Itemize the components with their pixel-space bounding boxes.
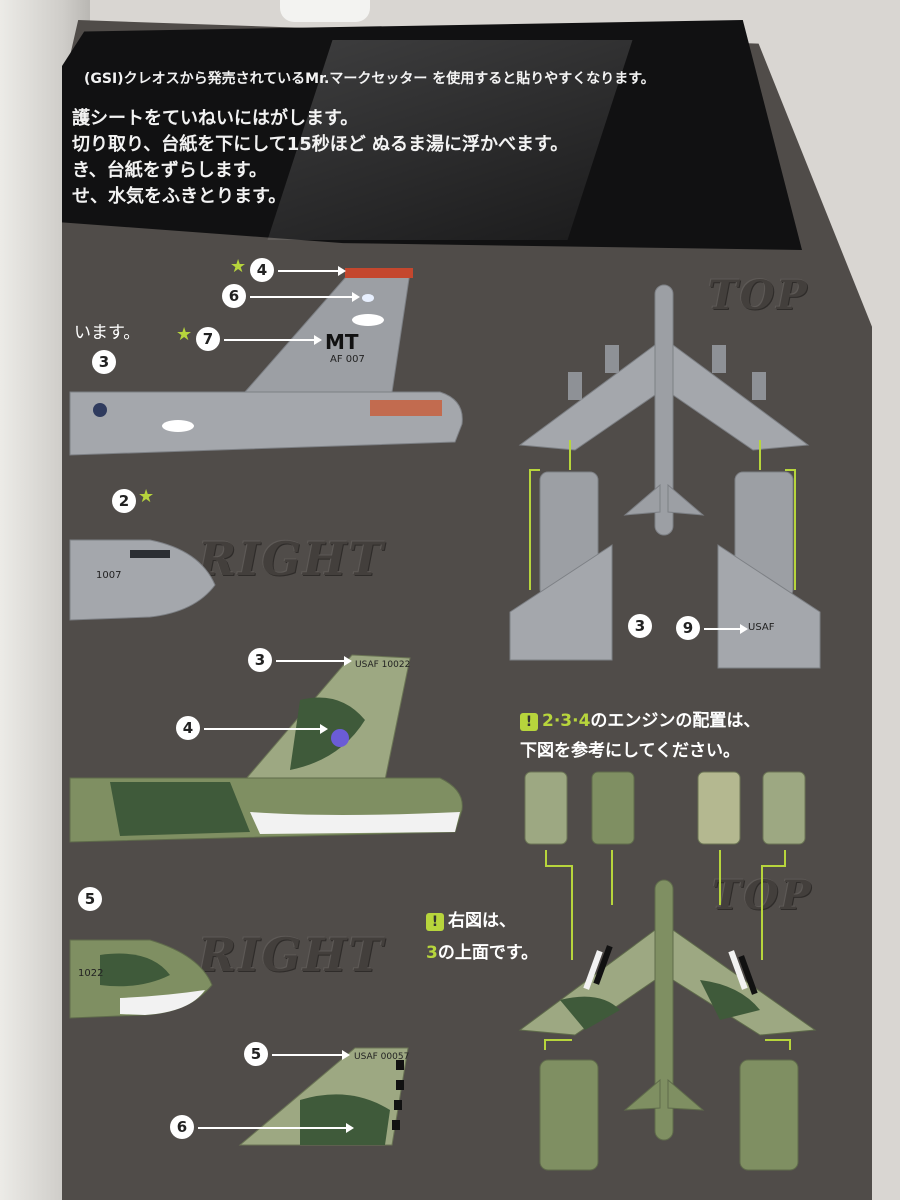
figure-note-line-2: 3の上面です。 — [426, 938, 538, 963]
background-packing — [280, 0, 370, 22]
arrow-4a — [278, 266, 346, 276]
warning-icon: ! — [520, 713, 538, 731]
star-icon: ★ — [176, 324, 193, 345]
marking-mt: MT — [325, 330, 359, 354]
camo-side-view — [69, 654, 463, 843]
warning-icon: ! — [426, 913, 444, 931]
callout-4a: 4 — [250, 258, 274, 282]
arrow-3c — [276, 656, 352, 666]
arrow-6a — [250, 292, 360, 302]
callout-6b: 6 — [170, 1115, 194, 1139]
callout-3a: 3 — [92, 350, 116, 374]
banner-line-2: 護シートをていねいにはがします。 — [72, 108, 359, 129]
arrow-6b — [198, 1123, 354, 1133]
arrow-7 — [224, 335, 322, 345]
arrow-5b — [272, 1050, 350, 1060]
engine-note-numbers: 2·3·4 — [542, 711, 591, 731]
marking-tail-num-2: USAF 10022 — [355, 660, 411, 670]
camo-tail-bottom — [238, 1047, 409, 1146]
callout-6a: 6 — [222, 284, 246, 308]
figure-note-text-c: の上面です。 — [437, 943, 539, 963]
callout-9: 9 — [676, 616, 700, 640]
banner-line-1: (GSI)クレオスから発売されているMr.マークセッター を使用すると貼りやすく… — [84, 71, 655, 87]
callout-2: 2 — [112, 489, 136, 513]
arrow-4b — [204, 724, 328, 734]
top-label-1: TOP — [708, 272, 809, 319]
marking-tail-num-1: AF 007 — [330, 354, 365, 365]
gray-top-view — [509, 284, 821, 669]
gray-side-view — [69, 268, 463, 456]
star-icon: ★ — [138, 486, 155, 507]
arrow-9 — [704, 624, 748, 634]
engine-note-line-2: 下図を参考にしてください。 — [520, 741, 740, 761]
callout-7: 7 — [196, 327, 220, 351]
engine-note-text: のエンジンの配置は、 — [590, 711, 761, 731]
engine-note-line-1: !2·3·4のエンジンの配置は、 — [520, 706, 760, 731]
banner-line-5: せ、水気をふきとります。 — [72, 186, 287, 207]
marking-usaf: USAF — [748, 622, 775, 633]
camo-nose-view — [69, 939, 213, 1019]
figure-note-text-a: 右図は、 — [448, 911, 516, 931]
callout-4b: 4 — [176, 716, 200, 740]
callout-3b: 3 — [628, 614, 652, 638]
camo-top-view — [518, 771, 817, 1171]
banner-line-3: 切り取り、台紙を下にして15秒ほど ぬるま湯に浮かべます。 — [72, 134, 568, 155]
callout-3c: 3 — [248, 648, 272, 672]
star-icon: ★ — [230, 256, 247, 277]
figure-note-number: 3 — [426, 943, 438, 963]
banner-line-4: き、台紙をずらします。 — [72, 160, 267, 181]
left-caption: います。 — [74, 323, 141, 343]
right-label-2: RIGHT — [198, 928, 385, 982]
callout-5a: 5 — [78, 887, 102, 911]
right-label-1: RIGHT — [198, 532, 385, 586]
marking-tail-num-3: USAF 00057 — [354, 1052, 410, 1062]
callout-5b: 5 — [244, 1042, 268, 1066]
gray-nose-view — [69, 539, 216, 621]
instruction-banner: (GSI)クレオスから発売されているMr.マークセッター を使用すると貼りやすく… — [62, 20, 802, 250]
roundel-icon — [93, 403, 107, 417]
marking-nose-num-1: 1007 — [96, 570, 122, 581]
figure-note-line-1: !右図は、 — [426, 906, 516, 931]
marking-nose-num-2: 1022 — [78, 968, 104, 979]
